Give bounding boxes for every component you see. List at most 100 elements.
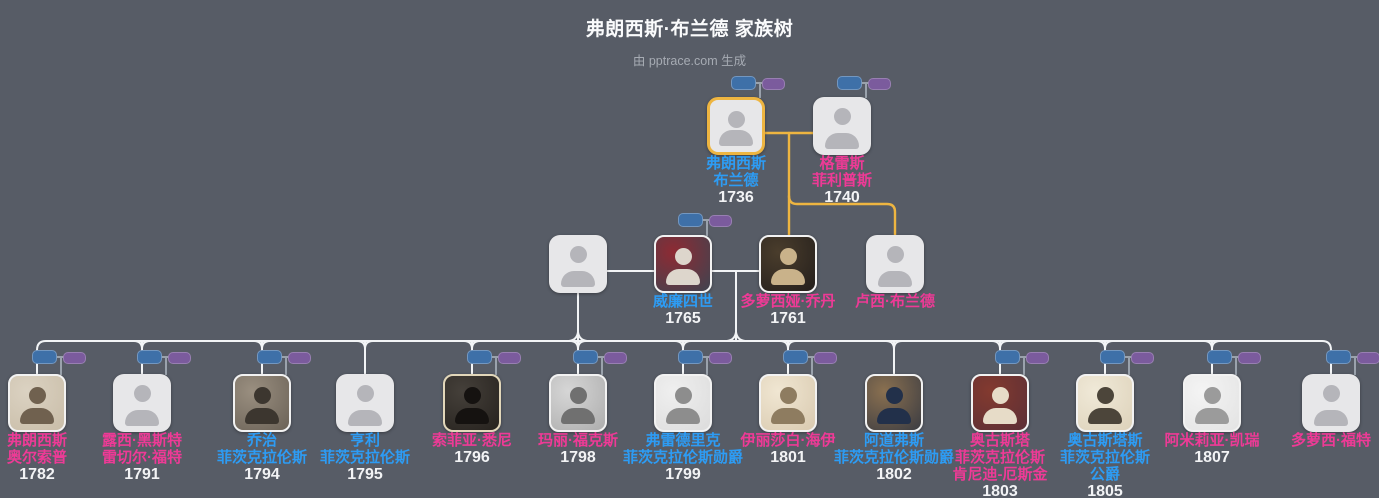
person-name-line: 菲茨克拉伦斯 (1059, 449, 1150, 466)
badge-connector (165, 357, 167, 375)
avatar-icon (1302, 374, 1360, 432)
person-placeholder-node[interactable] (707, 97, 765, 155)
person-birth-year: 1782 (19, 466, 55, 483)
couple-badge[interactable] (1100, 350, 1155, 375)
male-badge-icon (1207, 350, 1232, 364)
portrait-image (656, 237, 710, 291)
connector (568, 331, 579, 342)
avatar-icon (813, 97, 871, 155)
person-placeholder-node[interactable] (1302, 374, 1360, 432)
generator-credit: 由 pptrace.com 生成 (632, 54, 747, 68)
person-name-line: 雷切尔·福特 (102, 449, 182, 466)
person-birth-year: 1803 (982, 483, 1018, 498)
couple-badge[interactable] (731, 76, 786, 98)
male-badge-icon (678, 350, 703, 364)
person-portrait-node[interactable] (654, 374, 712, 432)
person-portrait-node[interactable] (654, 235, 712, 293)
couple-badge[interactable] (467, 350, 522, 375)
couple-badge[interactable] (257, 350, 312, 375)
avatar-icon (710, 100, 762, 152)
connector (364, 340, 374, 350)
person-name-line: 奥古斯塔 (969, 432, 1030, 449)
connector (577, 331, 588, 342)
person-portrait-node[interactable] (1076, 374, 1134, 432)
person-portrait-node[interactable] (759, 235, 817, 293)
person-placeholder-node[interactable] (549, 235, 607, 293)
person-name-line: 菲利普斯 (811, 172, 872, 189)
couple-badge[interactable] (837, 76, 892, 98)
couple-badge[interactable] (995, 350, 1050, 375)
connector (356, 340, 366, 350)
badge-connector (759, 83, 761, 98)
person-portrait-node[interactable] (233, 374, 291, 432)
person-name-line: 阿米莉亚·凯瑞 (1164, 432, 1260, 449)
person-placeholder-node[interactable] (113, 374, 171, 432)
person-portrait-node[interactable] (865, 374, 923, 432)
person-portrait-node[interactable] (1183, 374, 1241, 432)
person-birth-year: 1736 (718, 189, 754, 206)
person-placeholder-node[interactable] (866, 235, 924, 293)
person-name-line: 奥古斯塔斯 (1067, 432, 1143, 449)
person-name-line: 肯尼迪-厄斯金 (952, 466, 1048, 483)
person-birth-year: 1798 (560, 449, 596, 466)
couple-badge[interactable] (32, 350, 87, 375)
portrait-image (551, 376, 605, 430)
person-name-line: 弗雷德里克 (645, 432, 721, 449)
connector (141, 340, 151, 350)
portrait-image (235, 376, 289, 430)
person-placeholder-node[interactable] (813, 97, 871, 155)
couple-badge[interactable] (137, 350, 192, 375)
male-badge-icon (837, 76, 862, 90)
female-badge-icon (762, 78, 785, 90)
header: 弗朗西斯·布兰德 家族树 由 pptrace.com 生成 (0, 14, 1379, 69)
person-label: 多萝西·福特 (1256, 432, 1379, 449)
couple-badge[interactable] (783, 350, 838, 375)
highlight-connector (787, 194, 897, 237)
badge-connector (806, 356, 818, 358)
badge-connector (865, 83, 867, 98)
female-badge-icon (1357, 352, 1379, 364)
connector (1096, 340, 1106, 350)
person-birth-year: 1761 (770, 310, 806, 327)
person-portrait-node[interactable] (8, 374, 66, 432)
badge-connector (701, 219, 713, 221)
couple-badge[interactable] (1326, 350, 1379, 375)
person-placeholder-node[interactable] (336, 374, 394, 432)
couple-badge[interactable] (678, 350, 733, 375)
connector (999, 340, 1009, 350)
person-portrait-node[interactable] (759, 374, 817, 432)
person-birth-year: 1740 (824, 189, 860, 206)
person-birth-year: 1801 (770, 449, 806, 466)
portrait-image (1185, 376, 1239, 430)
person-portrait-node[interactable] (971, 374, 1029, 432)
male-badge-icon (1326, 350, 1351, 364)
couple-badge[interactable] (678, 213, 733, 236)
avatar-icon (549, 235, 607, 293)
male-badge-icon (32, 350, 57, 364)
badge-connector (55, 356, 67, 358)
person-portrait-node[interactable] (443, 374, 501, 432)
male-badge-icon (995, 350, 1020, 364)
badge-connector (160, 356, 172, 358)
male-badge-icon (1100, 350, 1125, 364)
badge-connector (1354, 357, 1356, 375)
person-name-line: 多萝西娅·乔丹 (740, 293, 836, 310)
couple-badge[interactable] (1207, 350, 1262, 375)
person-name-line: 菲茨克拉伦斯勋爵 (622, 449, 743, 466)
male-badge-icon (467, 350, 492, 364)
person-portrait-node[interactable] (549, 374, 607, 432)
female-badge-icon (498, 352, 521, 364)
portrait-image (867, 376, 921, 430)
badge-connector (860, 82, 872, 84)
person-name-line: 公爵 (1089, 466, 1120, 483)
person-name-line: 格雷斯 (819, 155, 865, 172)
connector (726, 331, 737, 342)
couple-badge[interactable] (573, 350, 628, 375)
connector (133, 340, 143, 350)
